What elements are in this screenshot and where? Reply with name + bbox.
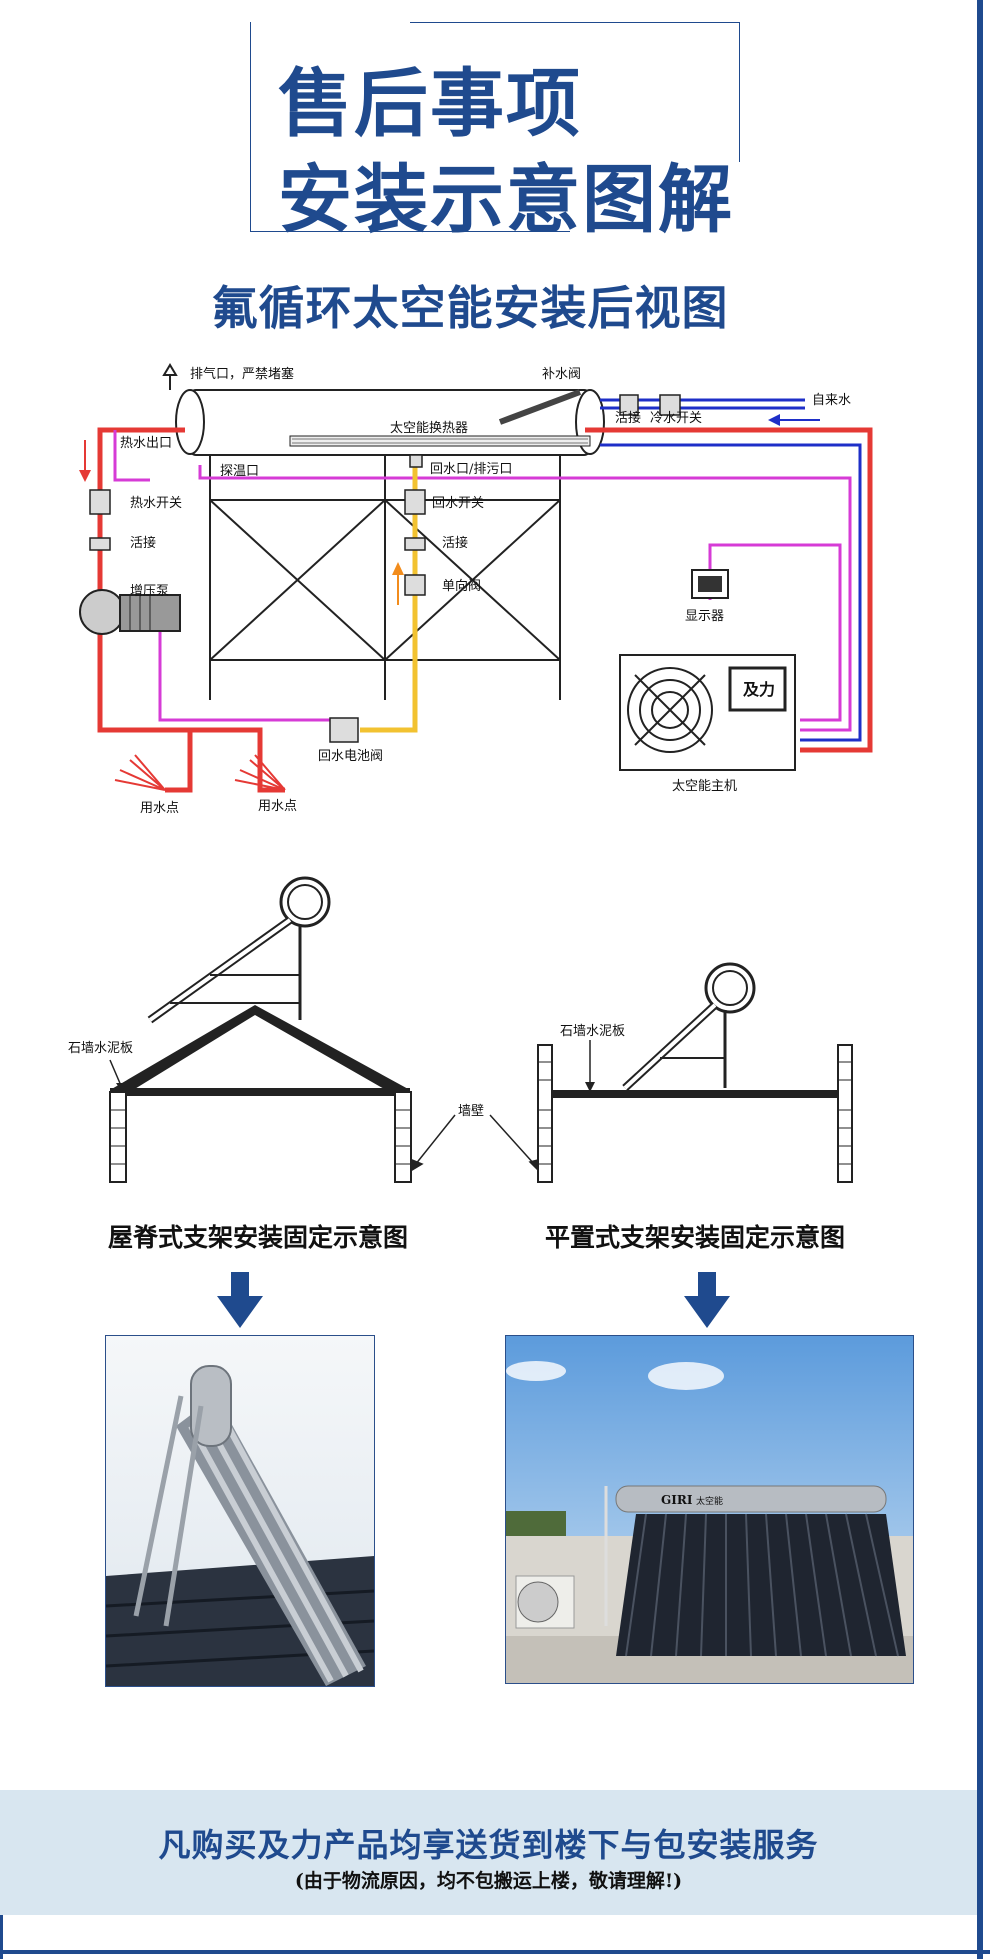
photo-brand-badge: GIRI [661,1493,693,1507]
photo-brand-cn: 太空能 [696,1495,723,1507]
arrow-down-left [217,1272,263,1328]
wall-pointers [411,1114,539,1172]
diagram-subtitle: 氟循环太空能安装后视图 [211,281,729,335]
label-check-valve: 单向阀 [442,578,481,594]
label-return-drain: 回水口/排污口 [430,462,512,477]
flat-roof-drawing [537,962,853,1183]
display-unit [691,569,729,599]
arrow-down-right [684,1272,730,1328]
valves [89,394,681,743]
label-booster-pump: 增压泵 [130,584,169,599]
service-banner [0,1790,977,1915]
return-pipe [113,430,852,732]
label-tap-water: 自来水 [812,393,851,408]
label-return-switch: 回水开关 [432,496,484,511]
label-union-1: 活接 [130,535,156,551]
label-water-point-2: 用水点 [258,799,297,814]
photo-flat-art: GIRI 太空能 [506,1336,913,1683]
left-border [0,1900,3,1959]
page-title-line2: 安装示意图解 [278,157,734,243]
caption-ridge: 屋脊式支架安装固定示意图 [108,1223,409,1252]
host-brand: 及力 [743,680,775,699]
system-diagram: 排气口，严禁堵塞 热水出口 探温口 热水开关 活接 增压泵 太空能换热器 回水口… [79,363,873,816]
photo-ridge-art [106,1336,374,1686]
label-refill-valve: 补水阀 [542,367,581,382]
label-slate-right: 石墙水泥板 [560,1024,625,1039]
photo-ridge-install [105,1335,375,1687]
label-return-solenoid: 回水电池阀 [318,749,383,764]
tank-stand [209,455,561,700]
label-union-3: 活接 [615,410,641,426]
label-slate-left: 石墙水泥板 [68,1041,133,1056]
label-water-point-1: 用水点 [140,801,179,816]
water-point-sprinklers [114,754,286,791]
label-exchanger: 太空能换热器 [390,421,468,436]
label-host: 太空能主机 [672,779,737,794]
label-cold-switch: 冷水开关 [650,411,702,426]
caption-flat: 平置式支架安装固定示意图 [545,1223,846,1252]
page-title-line1: 售后事项 [278,61,582,147]
service-banner-sub: (由于物流原因，均不包搬运上楼，敬请理解!) [294,1870,683,1892]
right-border [977,0,983,1959]
label-union-2: 活接 [442,535,468,551]
label-temp-probe: 探温口 [220,464,259,479]
label-hot-outlet: 热水出口 [120,436,172,451]
host-unit [619,654,796,771]
title-box: 售后事项 安装示意图解 [250,22,740,243]
vent-pipe [162,363,178,390]
flow-arrows [79,414,820,605]
label-vent: 排气口，严禁堵塞 [190,366,294,382]
label-wall: 墙壁 [458,1104,484,1119]
label-display: 显示器 [685,609,724,624]
water-tank [175,389,605,456]
bottom-border [0,1950,990,1954]
label-hot-switch: 热水开关 [130,496,182,511]
booster-pump [79,589,181,635]
ridge-roof-drawing [109,876,412,1183]
photo-flat-install: GIRI 太空能 [505,1335,914,1684]
install-diagrams: 石墙水泥板 石墙水泥板 墙壁 [68,876,853,1183]
service-banner-main: 凡购买及力产品均享送货到楼下与包安装服务 [158,1826,819,1864]
